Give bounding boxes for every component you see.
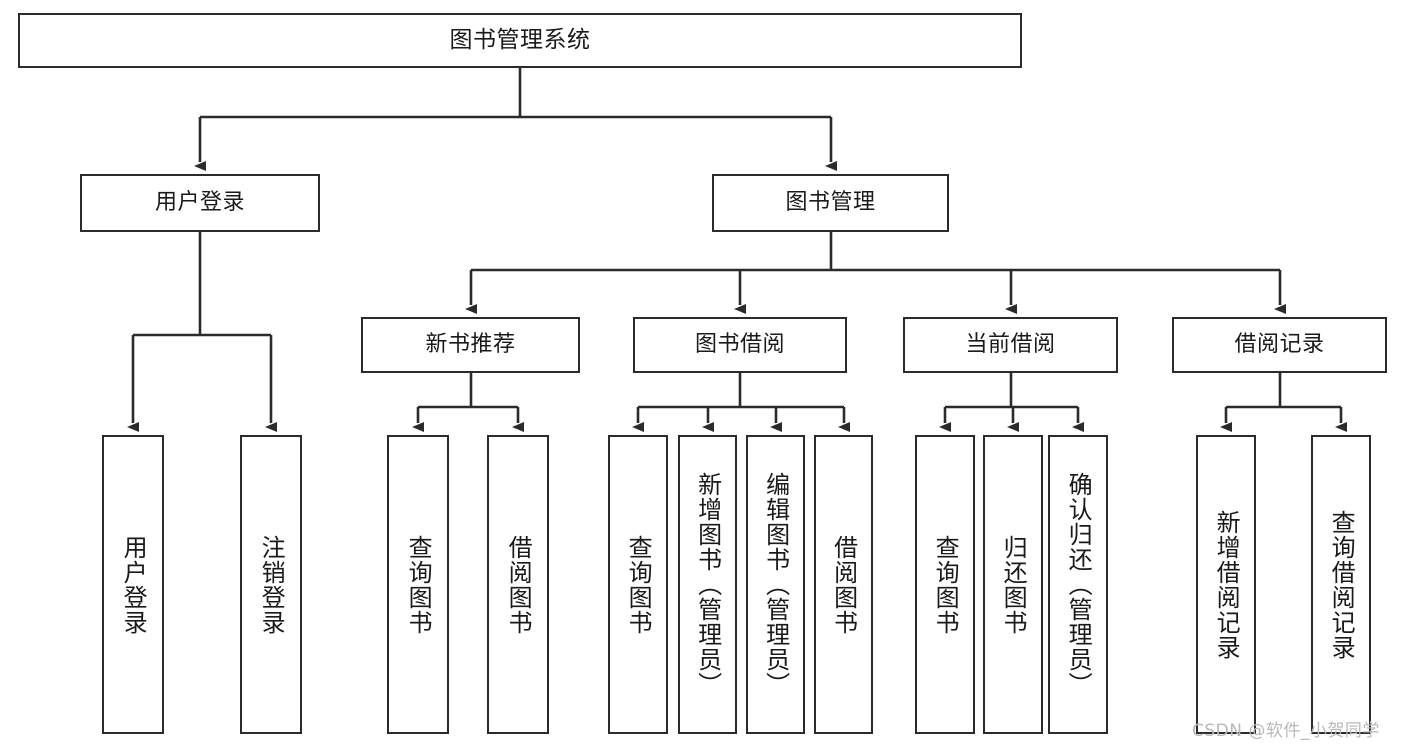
node-label: 用户登录 [154, 189, 245, 215]
node-label: 借阅图书 [504, 534, 533, 635]
node-borrow-record[interactable]: 借阅记录 [1172, 317, 1387, 373]
node-leaf-query-book-current[interactable]: 查询图书 [915, 435, 975, 734]
node-label: 查询图书 [624, 534, 653, 635]
node-leaf-confirm-return[interactable]: 确认归还（管理员） [1048, 435, 1108, 734]
node-root[interactable]: 图书管理系统 [18, 13, 1022, 68]
node-leaf-borrow-book-rec[interactable]: 借阅图书 [487, 435, 549, 734]
node-label: 新增图书（管理员） [693, 472, 722, 697]
node-label: 归还图书 [999, 534, 1028, 635]
node-label: 确认归还（管理员） [1064, 472, 1093, 697]
node-user-login[interactable]: 用户登录 [80, 174, 320, 232]
node-book-manage[interactable]: 图书管理 [712, 174, 949, 232]
node-label: 图书管理系统 [449, 26, 591, 53]
node-label: 当前借阅 [965, 331, 1056, 357]
node-label: 查询图书 [404, 534, 433, 635]
node-new-book-recommend[interactable]: 新书推荐 [361, 317, 580, 373]
node-label: 注销登录 [257, 534, 286, 635]
node-label: 查询借阅记录 [1327, 509, 1356, 660]
node-leaf-edit-book[interactable]: 编辑图书（管理员） [746, 435, 805, 734]
node-label: 借阅图书 [829, 534, 858, 635]
node-current-borrow[interactable]: 当前借阅 [903, 317, 1118, 373]
node-label: 编辑图书（管理员） [761, 472, 790, 697]
node-book-borrow[interactable]: 图书借阅 [633, 317, 847, 373]
node-leaf-add-record[interactable]: 新增借阅记录 [1196, 435, 1256, 734]
node-label: 图书管理 [785, 189, 876, 215]
node-leaf-user-login[interactable]: 用户登录 [102, 435, 164, 734]
node-leaf-borrow-book[interactable]: 借阅图书 [814, 435, 873, 734]
node-label: 新书推荐 [425, 331, 516, 357]
node-leaf-return-book[interactable]: 归还图书 [983, 435, 1043, 734]
node-label: 借阅记录 [1234, 331, 1325, 357]
csdn-watermark: CSDN @软件_小贺同学 [1192, 721, 1380, 741]
node-leaf-add-book[interactable]: 新增图书（管理员） [678, 435, 737, 734]
node-label: 图书借阅 [694, 331, 785, 357]
node-label: 用户登录 [119, 534, 148, 635]
node-leaf-logout[interactable]: 注销登录 [240, 435, 302, 734]
node-label: 查询图书 [931, 534, 960, 635]
node-leaf-query-record[interactable]: 查询借阅记录 [1311, 435, 1371, 734]
node-label: 新增借阅记录 [1212, 509, 1241, 660]
node-leaf-query-book-borrow[interactable]: 查询图书 [608, 435, 668, 734]
node-leaf-query-book-rec[interactable]: 查询图书 [387, 435, 449, 734]
